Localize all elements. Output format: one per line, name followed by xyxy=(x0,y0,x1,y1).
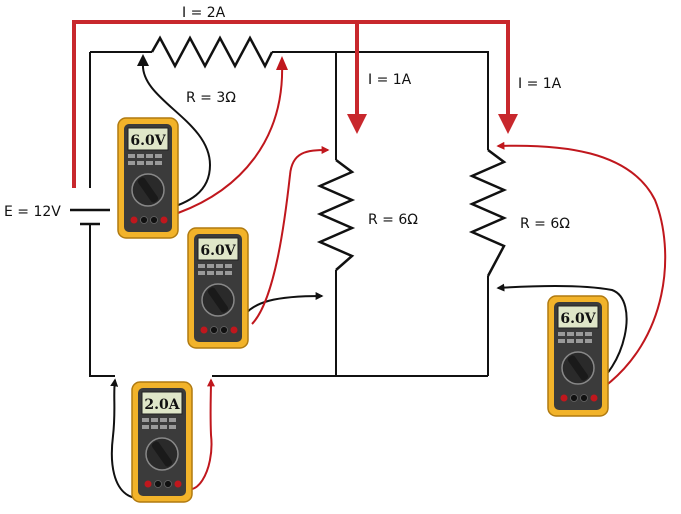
circuit-wires xyxy=(89,51,489,377)
meter-reading: 6.0V xyxy=(200,243,236,259)
source-label: E = 12V xyxy=(4,204,61,220)
r-branch2-label: R = 6Ω xyxy=(520,216,570,232)
branch1-current-label: I = 1A xyxy=(368,72,412,88)
r-series-label: R = 3Ω xyxy=(186,90,236,106)
multimeter-icon: 6.0V xyxy=(547,295,609,417)
r-branch1-label: R = 6Ω xyxy=(368,212,418,228)
resistor-3ohm xyxy=(150,35,274,69)
probe-tip-red xyxy=(276,56,288,70)
branch2-current-label: I = 1A xyxy=(518,76,562,92)
resistor-6ohm-left xyxy=(316,159,356,271)
total-current-label: I = 2A xyxy=(182,5,226,21)
meter-reading: 6.0V xyxy=(560,311,596,327)
resistor-6ohm-right xyxy=(468,149,508,277)
multimeter-icon: 2.0A xyxy=(131,381,193,503)
multimeter-icon: 6.0V xyxy=(117,117,179,239)
battery-icon xyxy=(70,208,110,226)
probe-tip-black xyxy=(137,54,149,66)
ammeter-reading: 2.0A xyxy=(144,397,180,413)
meter-reading: 6.0V xyxy=(130,133,166,149)
ammeter-gap xyxy=(115,371,212,381)
multimeter-icon: 6.0V xyxy=(187,227,249,349)
resistor-icon xyxy=(150,35,508,277)
current-arrows xyxy=(72,20,518,188)
